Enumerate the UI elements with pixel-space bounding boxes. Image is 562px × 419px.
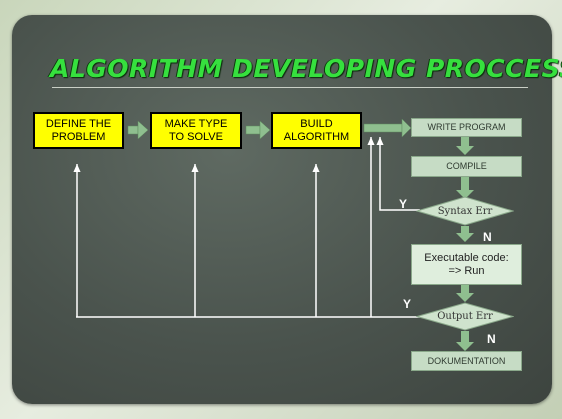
decision-output-error: Output Err <box>416 302 514 331</box>
decision-syntax-label: Syntax Err <box>437 205 493 217</box>
arrow-exec-to-output <box>456 285 474 302</box>
box-executable-code: Executable code: => Run <box>411 244 522 285</box>
output-no-label: N <box>487 332 496 346</box>
arrow-output-to-doc <box>456 331 474 351</box>
arrow-build-to-write <box>363 118 412 138</box>
box-write-program: WRITE PROGRAM <box>411 118 522 137</box>
arrow-make-to-build <box>245 120 271 140</box>
box-documentation: DOKUMENTATION <box>411 351 522 371</box>
diamond-shape <box>416 302 514 331</box>
diamond-shape <box>416 196 514 226</box>
arrow-define-to-make <box>127 120 149 140</box>
syntax-yes-label: Y <box>399 197 408 211</box>
syntax-no-label: N <box>483 230 492 244</box>
arrow-syntax-to-exec <box>456 226 474 242</box>
decision-syntax-error: Syntax Err <box>416 196 514 226</box>
arrow-compile-to-syntax <box>456 177 474 199</box>
box-build-algorithm: BUILD ALGORITHM <box>271 112 362 149</box>
arrow-write-to-compile <box>456 137 474 155</box>
slide-title: ALGORITHM DEVELOPING PROCCESS <box>50 54 562 83</box>
title-underline <box>52 87 528 88</box>
box-make-type: MAKE TYPE TO SOLVE <box>150 112 242 149</box>
box-compile: COMPILE <box>411 156 522 177</box>
box-define-problem: DEFINE THE PROBLEM <box>33 112 124 149</box>
decision-output-label: Output Err <box>437 311 493 322</box>
syntax-feedback-line <box>376 137 420 211</box>
output-yes-label: Y <box>403 297 412 311</box>
